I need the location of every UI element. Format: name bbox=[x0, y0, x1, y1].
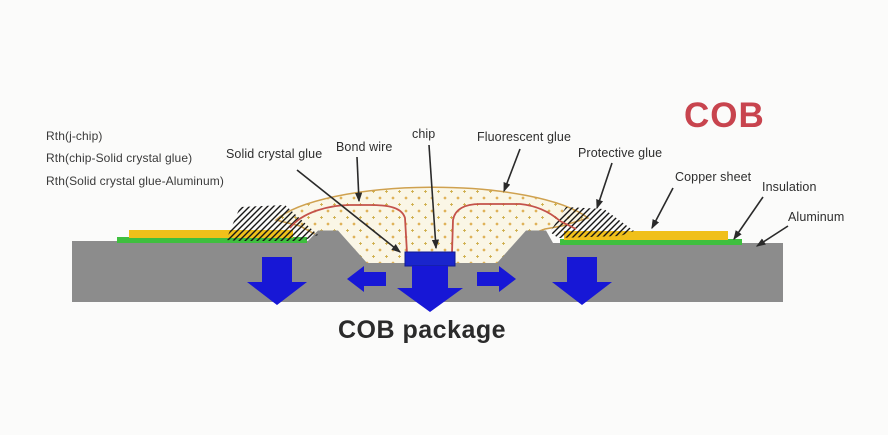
heat-arrow-left bbox=[347, 266, 386, 292]
cob-title: COB bbox=[684, 96, 765, 135]
pointer-fluorescent-glue bbox=[503, 148, 521, 193]
label-pointers bbox=[296, 144, 789, 253]
rth-chip-glue-label: Rth(chip-Solid crystal glue) bbox=[46, 151, 193, 165]
bond-wire-label: Bond wire bbox=[336, 140, 393, 154]
protective-glue-label: Protective glue bbox=[578, 146, 663, 160]
pointer-bond-wire bbox=[355, 156, 363, 203]
chip-die bbox=[404, 251, 456, 267]
insulation-label: Insulation bbox=[762, 180, 817, 194]
pointer-aluminum bbox=[755, 225, 789, 247]
rth-glue-aluminum-label: Rth(Solid crystal glue-Aluminum) bbox=[46, 174, 224, 188]
heat-arrow-down-center bbox=[397, 266, 463, 312]
chip-label: chip bbox=[412, 127, 436, 141]
heat-arrow-down-left bbox=[247, 257, 307, 305]
fluorescent-glue-label: Fluorescent glue bbox=[477, 130, 572, 144]
copper-sheet-right bbox=[564, 231, 728, 240]
cob-package-caption: COB package bbox=[338, 316, 507, 344]
rth-j-chip-label: Rth(j-chip) bbox=[46, 129, 103, 143]
insulation-strip-right bbox=[560, 239, 742, 245]
pointer-protective-glue bbox=[596, 162, 613, 210]
bond-wire-left bbox=[289, 204, 408, 254]
heat-arrow-right bbox=[477, 266, 516, 292]
protective-glue-left bbox=[226, 205, 318, 241]
aluminum-label: Aluminum bbox=[788, 210, 845, 224]
copper-sheet-left bbox=[129, 230, 293, 238]
copper-sheet-label: Copper sheet bbox=[675, 170, 752, 184]
pointer-insulation bbox=[733, 196, 764, 241]
pointer-copper-sheet bbox=[651, 187, 674, 230]
protective-glue-right bbox=[550, 207, 634, 238]
solid-crystal-glue-label: Solid crystal glue bbox=[226, 147, 323, 161]
bond-wire-right bbox=[451, 203, 577, 254]
pointer-solid-crystal-glue bbox=[296, 169, 402, 253]
pointer-chip bbox=[428, 144, 440, 250]
insulation-strip-left bbox=[117, 237, 307, 243]
heat-arrow-down-right bbox=[552, 257, 612, 305]
